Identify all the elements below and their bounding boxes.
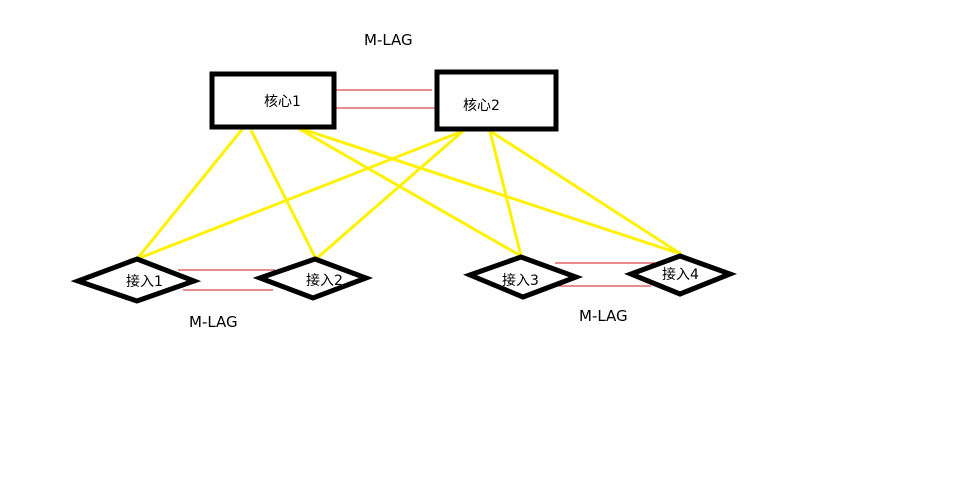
- access1-label: 接入1: [126, 273, 163, 290]
- mlag-label-access-left: M-LAG: [189, 313, 238, 331]
- uplink-core2-access3: [488, 130, 523, 257]
- uplink-core2-access4: [489, 129, 682, 256]
- core1-label: 核心1: [264, 94, 301, 110]
- uplink-core2-access1: [136, 129, 464, 261]
- access2-label: 接入2: [306, 272, 343, 289]
- uplinks: [135, 125, 682, 261]
- access3-label: 接入3: [502, 272, 539, 289]
- uplink-core1-access2: [249, 129, 318, 260]
- access-node-access3[interactable]: 接入3: [463, 254, 584, 300]
- core2-label: 核心2: [463, 98, 500, 114]
- uplink-core2-access2: [315, 129, 464, 261]
- uplink-core1-access1: [135, 126, 246, 260]
- access4-label: 接入4: [662, 266, 699, 283]
- uplink-core1-access3: [295, 125, 522, 258]
- mlag-label-access-right: M-LAG: [579, 307, 628, 325]
- mlag-label-core: M-LAG: [364, 31, 413, 49]
- access-node-access2[interactable]: 接入2: [252, 256, 374, 301]
- access-node-access4[interactable]: 接入4: [624, 253, 738, 297]
- core-node-core1[interactable]: 核心1: [209, 71, 337, 130]
- core-node-core2[interactable]: 核心2: [434, 69, 559, 132]
- uplink-core1-access4: [295, 125, 682, 256]
- access-node-access1[interactable]: 接入1: [70, 256, 202, 304]
- peer-links: [178, 89, 655, 291]
